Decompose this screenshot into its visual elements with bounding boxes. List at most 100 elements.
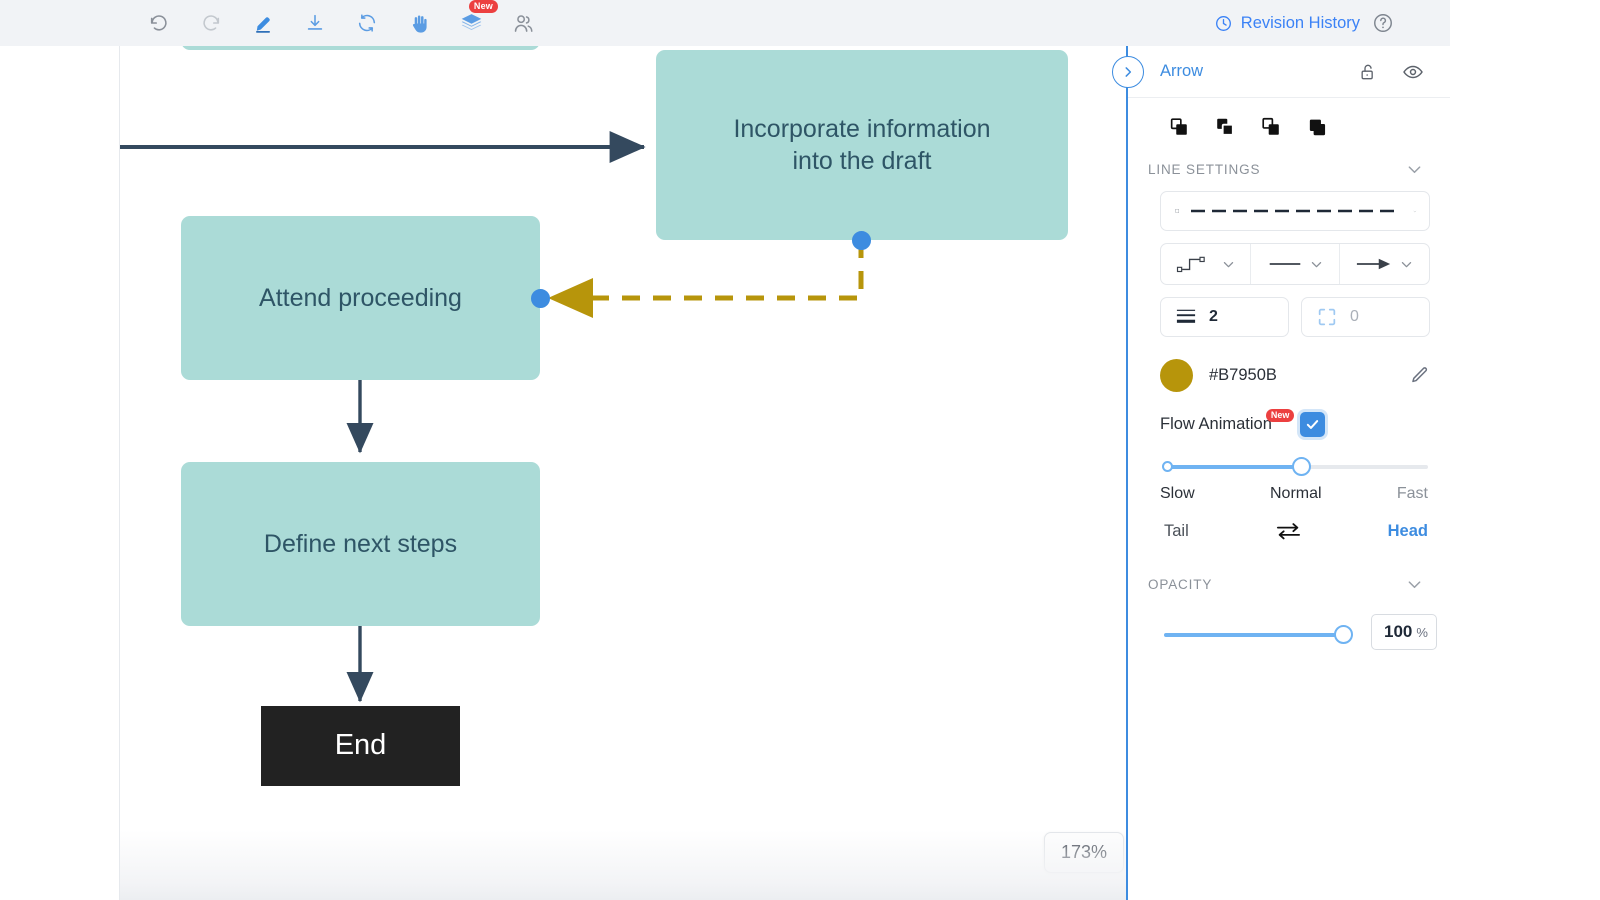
chevron-down-icon-start-cap [1311, 261, 1321, 267]
bring-to-front-icon[interactable] [1168, 116, 1190, 138]
properties-panel: Arrow [1112, 46, 1450, 900]
color-swatch[interactable] [1160, 358, 1193, 392]
redo-icon[interactable] [194, 6, 228, 40]
unlock-icon[interactable] [1358, 62, 1378, 82]
dash-preview-icon [1175, 209, 1179, 213]
line-settings-section-header[interactable]: LINE SETTINGS [1128, 148, 1450, 189]
canvas-node-attend-label: Attend proceeding [259, 284, 462, 312]
bring-forward-icon[interactable] [1214, 116, 1236, 138]
dash-style-select[interactable] [1160, 191, 1430, 231]
opacity-value-input[interactable]: 100 % [1371, 614, 1437, 650]
canvas-node-end-label: End [334, 729, 387, 762]
speed-knob-min[interactable] [1162, 461, 1173, 472]
swap-icon[interactable] [1275, 521, 1302, 541]
canvas-node-incorporate-label: Incorporate information into the draft [733, 113, 990, 177]
node-line-2: into the draft [792, 147, 932, 175]
elbow-connector-icon [1176, 256, 1205, 273]
opacity-track [1164, 633, 1344, 637]
flow-animation-checkbox[interactable] [1300, 411, 1326, 437]
chevron-down-icon-dash [1414, 210, 1417, 212]
pencil-icon[interactable] [1409, 365, 1430, 386]
clock-icon [1215, 15, 1231, 31]
send-backward-icon[interactable] [1260, 116, 1282, 138]
speed-slow-label[interactable]: Slow [1160, 485, 1195, 502]
canvas-node-define[interactable]: Define next steps [181, 462, 540, 626]
help-icon[interactable] [1372, 12, 1394, 34]
opacity-label: OPACITY [1148, 577, 1213, 592]
canvas-node-partial-top[interactable] [181, 46, 540, 50]
line-settings-label: LINE SETTINGS [1148, 162, 1261, 177]
line-caps-row [1160, 243, 1430, 285]
chevron-down-icon-line-settings[interactable] [1405, 160, 1424, 179]
chevron-down-icon-end-cap [1401, 261, 1412, 267]
opacity-value: 100 [1384, 622, 1413, 641]
sync-icon[interactable] [350, 6, 384, 40]
canvas-node-end[interactable]: End [261, 706, 460, 786]
speed-track-empty [1301, 465, 1428, 469]
opacity-knob[interactable] [1334, 625, 1353, 644]
send-to-back-icon[interactable] [1306, 116, 1328, 138]
revision-history-label: Revision History [1240, 13, 1360, 32]
chevron-down-icon-opacity[interactable] [1405, 575, 1424, 594]
node-line-1: Incorporate information [733, 115, 991, 143]
toolbar-right-actions: Revision History [1214, 12, 1450, 34]
start-cap-select[interactable] [1251, 244, 1341, 284]
end-cap-select[interactable] [1340, 244, 1429, 284]
opacity-control: 100 % [1128, 614, 1450, 650]
speed-knob[interactable] [1292, 457, 1312, 476]
line-color-row: #B7950B [1160, 355, 1430, 395]
edge-selected-gold[interactable] [548, 240, 864, 318]
revision-history-button[interactable]: Revision History [1214, 14, 1360, 33]
zoom-level-indicator[interactable]: 173% [1044, 832, 1125, 873]
flow-head-option[interactable]: Head [1387, 521, 1428, 540]
chevron-right-icon[interactable] [1112, 56, 1144, 88]
dash-line-preview [1191, 206, 1402, 216]
pen-icon[interactable] [246, 6, 280, 40]
diagram-canvas[interactable]: Incorporate information into the draft A… [120, 46, 1126, 900]
flow-animation-label: Flow Animation [1160, 414, 1272, 433]
speed-fast-label[interactable]: Fast [1396, 485, 1428, 502]
opacity-section-header[interactable]: OPACITY [1128, 563, 1450, 604]
line-thickness-input[interactable]: 2 [1160, 297, 1289, 337]
arrange-buttons-row [1128, 98, 1450, 148]
corner-radius-input[interactable]: 0 [1301, 297, 1430, 337]
edge-layer [120, 131, 864, 703]
undo-icon[interactable] [142, 6, 176, 40]
thickness-corner-row: 2 0 [1160, 297, 1430, 337]
layers-new-badge: New [468, 0, 498, 13]
speed-track-filled [1164, 465, 1302, 469]
panel-right-spacer [1450, 46, 1600, 900]
opacity-unit: % [1416, 624, 1428, 640]
edge-handle-target[interactable] [531, 289, 550, 308]
line-thickness-value: 2 [1209, 308, 1218, 325]
speed-labels: Slow Normal Fast [1160, 485, 1428, 503]
toolbar-tools: New [120, 0, 540, 40]
hand-icon[interactable] [402, 6, 436, 40]
flow-direction-row: Tail Head [1164, 521, 1428, 541]
layers-icon[interactable]: New [454, 0, 498, 40]
download-icon[interactable] [298, 6, 332, 40]
check-icon [1307, 419, 1319, 429]
connector-type-select[interactable] [1161, 244, 1251, 284]
edge-handle-source[interactable] [852, 231, 871, 250]
plain-line-icon [1269, 263, 1300, 265]
left-rail-top [0, 0, 120, 46]
color-hex-value: #B7950B [1209, 365, 1277, 384]
animation-speed-slider[interactable] [1162, 457, 1428, 476]
canvas-node-attend[interactable]: Attend proceeding [181, 216, 540, 380]
panel-title: Arrow [1160, 62, 1204, 80]
top-toolbar: New Revision History [120, 0, 1450, 46]
chevron-down-icon-connector [1223, 261, 1234, 267]
arrowhead-icon [1357, 258, 1391, 270]
opacity-slider[interactable] [1164, 625, 1353, 644]
canvas-node-incorporate[interactable]: Incorporate information into the draft [656, 50, 1068, 240]
flow-animation-row: Flow Animation New [1160, 407, 1430, 441]
canvas-node-define-label: Define next steps [263, 530, 458, 558]
collaborators-icon[interactable] [506, 6, 540, 40]
left-rail [0, 0, 120, 900]
speed-normal-label[interactable]: Normal [1270, 485, 1322, 502]
flow-tail-option[interactable]: Tail [1164, 521, 1189, 540]
thickness-icon [1176, 309, 1196, 323]
eye-icon[interactable] [1402, 61, 1424, 83]
